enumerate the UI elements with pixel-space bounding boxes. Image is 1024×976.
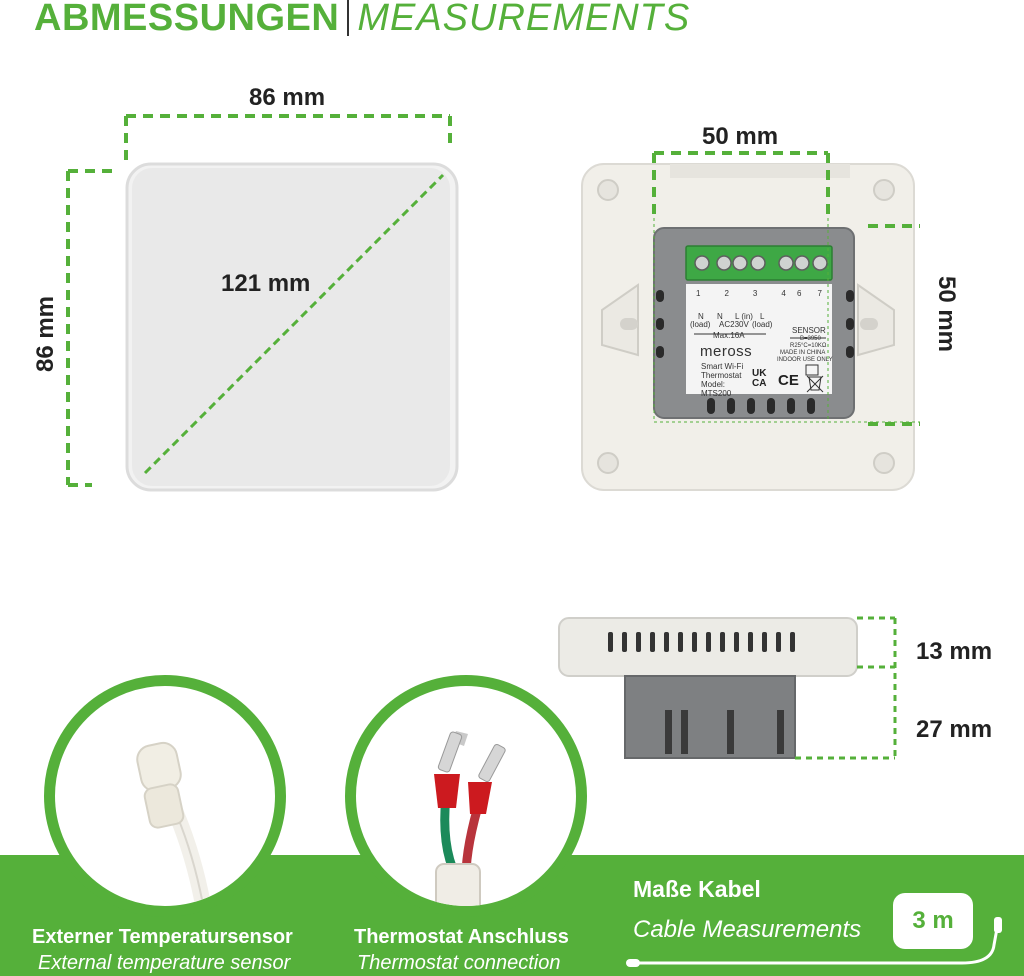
back-view: [581, 151, 920, 491]
label-load-right: (load): [752, 320, 773, 329]
label-terminal-numbers-right: 67: [797, 289, 838, 298]
back-height-label: 50 mm: [933, 275, 960, 353]
side-module: [624, 675, 796, 759]
weee-bin-icon: [805, 364, 824, 393]
label-made-in: MADE IN CHINA: [780, 350, 826, 356]
front-view: [66, 114, 459, 492]
connection-image-circle: [345, 675, 587, 917]
label-brand-logo: meross: [700, 343, 753, 360]
label-wiring-lines: [694, 333, 826, 339]
cable-line-icon: [626, 917, 1002, 967]
ce-mark: CE: [778, 372, 799, 389]
diagonal-line: [143, 173, 445, 475]
sensor-image-circle: [44, 675, 286, 917]
back-dimension-lines: [652, 151, 920, 426]
title-separator: [347, 0, 350, 36]
title-english: MEASUREMENTS: [357, 0, 691, 39]
terminal-screws: [694, 255, 828, 271]
terminal-2: 2: [724, 289, 753, 298]
connection-caption-de: Thermostat Anschluss: [354, 926, 569, 948]
right-slot: [860, 318, 878, 330]
cable-title-en: Cable Measurements: [633, 916, 862, 943]
terminal-1: 1: [696, 289, 725, 298]
page-title: ABMESSUNGEN MEASUREMENTS: [34, 0, 690, 40]
label-max-current: Max.16A: [713, 331, 745, 340]
terminal-3: 3: [752, 289, 782, 298]
terminal-7: 7: [817, 289, 838, 298]
module-vents: [656, 290, 854, 414]
label-product-line1: Smart Wi-Fi: [701, 362, 744, 371]
back-guide-lines: [653, 218, 920, 423]
left-ear: [601, 283, 639, 357]
left-slot: [620, 318, 638, 330]
front-diagonal-label: 121 mm: [221, 270, 311, 297]
label-lin: L (in): [735, 312, 753, 321]
front-width-label: 86 mm: [249, 84, 326, 111]
label-voltage: AC230V: [719, 320, 749, 329]
module-label-sticker: [686, 284, 832, 394]
front-height-label: 86 mm: [32, 295, 59, 373]
label-terminal-numbers-left: 1234: [696, 289, 810, 298]
label-sensor-spec-1: B=3950: [800, 336, 821, 342]
terminal-6: 6: [797, 289, 818, 298]
front-dimension-lines: [66, 114, 452, 487]
ukca-mark: UK CA: [752, 368, 767, 389]
side-dimension-lines: [795, 616, 897, 760]
label-n2: N: [717, 312, 723, 321]
label-product-line2: Thermostat: [701, 371, 742, 380]
sensor-caption-en: External temperature sensor: [38, 952, 291, 974]
connection-caption-en: Thermostat connection: [357, 952, 561, 974]
side-depth-bottom-label: 27 mm: [916, 716, 993, 743]
label-sensor: SENSOR: [792, 326, 826, 335]
cable-length-badge: 3 m: [893, 893, 973, 949]
terminal-4: 4: [781, 289, 810, 298]
side-module-slots: [665, 710, 784, 754]
side-depth-top-label: 13 mm: [916, 638, 993, 665]
temperature-sensor-icon: [136, 741, 212, 906]
label-load-left: (load): [690, 320, 711, 329]
title-german: ABMESSUNGEN: [34, 0, 340, 39]
corner-screws: [597, 179, 895, 474]
label-sensor-spec-2: R25°C=10KΩ: [790, 343, 827, 349]
label-n1: N: [698, 312, 704, 321]
sensor-caption-de: Externer Temperatursensor: [32, 926, 293, 948]
label-l: L: [760, 312, 765, 321]
cable-title-de: Maße Kabel: [633, 876, 761, 902]
label-indoor: INDOOR USE ONLY: [777, 357, 833, 363]
wire-connection-icon: [434, 731, 506, 906]
label-model-label: Model:: [701, 380, 726, 389]
side-view: [558, 616, 897, 760]
side-vents: [608, 632, 795, 652]
label-model: MTS200: [701, 389, 732, 398]
back-plate-top-tab: [670, 164, 850, 178]
back-width-label: 50 mm: [702, 123, 779, 150]
